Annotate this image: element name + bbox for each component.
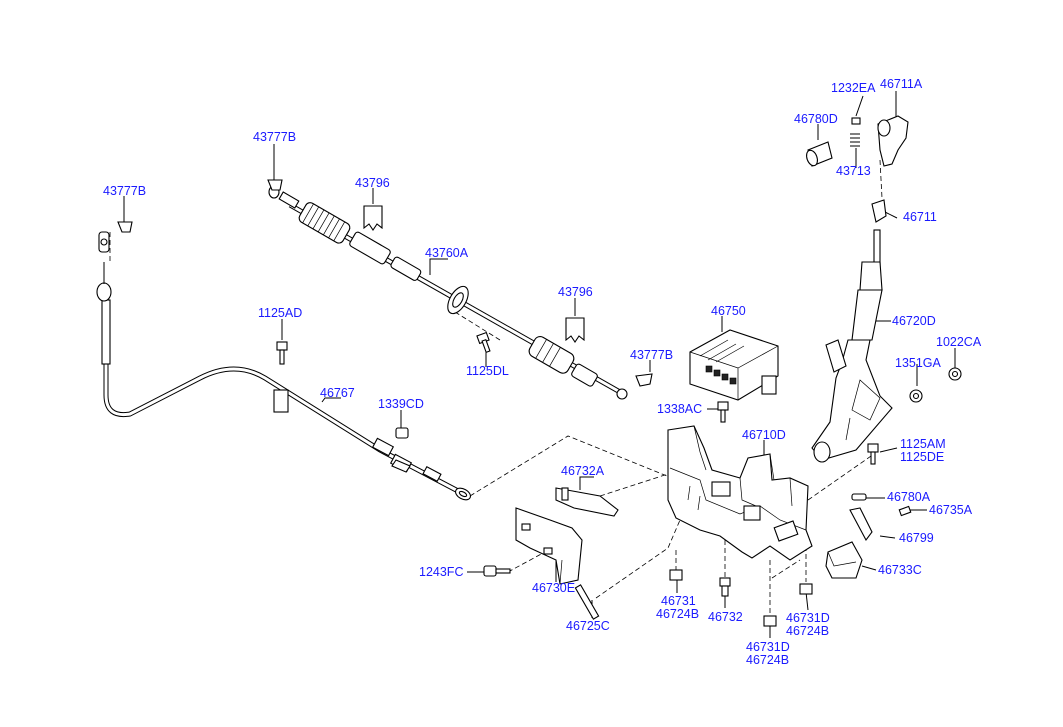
label-46799[interactable]: 46799 — [899, 531, 934, 545]
label-1022CA[interactable]: 1022CA — [936, 335, 982, 349]
label-43777B-right[interactable]: 43777B — [630, 348, 674, 362]
label-46780D[interactable]: 46780D — [794, 112, 838, 126]
label-43777B-top[interactable]: 43777B — [253, 130, 297, 144]
label-46732A[interactable]: 46732A — [561, 464, 605, 478]
label-46725C[interactable]: 46725C — [566, 619, 610, 633]
label-46711A[interactable]: 46711A — [880, 77, 923, 91]
label-46724B-a[interactable]: 46724B — [656, 607, 700, 621]
label-1339CD[interactable]: 1339CD — [378, 397, 424, 411]
label-1338AC[interactable]: 1338AC — [657, 402, 703, 416]
label-46733C[interactable]: 46733C — [878, 563, 922, 577]
base-housing-46710D — [667, 425, 813, 561]
label-43796-a[interactable]: 43796 — [355, 176, 390, 190]
label-1125DE[interactable]: 1125DE — [900, 450, 945, 464]
label-46711[interactable]: 46711 — [903, 210, 937, 224]
knob-assembly — [806, 115, 909, 223]
label-46710D[interactable]: 46710D — [742, 428, 786, 442]
label-1125AD[interactable]: 1125AD — [258, 306, 303, 320]
label-46735A[interactable]: 46735A — [929, 503, 973, 517]
label-46731D-a[interactable]: 46731D — [786, 611, 830, 625]
leader-lines — [123, 91, 956, 638]
label-43760A[interactable]: 43760A — [425, 246, 469, 260]
plate-46732A — [555, 487, 619, 517]
label-46731-a[interactable]: 46731 — [661, 594, 696, 608]
label-46724B-b[interactable]: 46724B — [786, 624, 830, 638]
label-1243FC[interactable]: 1243FC — [419, 565, 464, 579]
label-46780A[interactable]: 46780A — [887, 490, 931, 504]
bracket-46730E — [515, 507, 583, 585]
label-46767[interactable]: 46767 — [320, 386, 355, 400]
label-43796-b[interactable]: 43796 — [558, 285, 593, 299]
bolts — [276, 331, 962, 627]
clips — [117, 179, 653, 473]
label-43777B-left[interactable]: 43777B — [103, 184, 147, 198]
shift-lever-46720D — [811, 229, 893, 463]
label-1351GA[interactable]: 1351GA — [895, 356, 941, 370]
label-46730E[interactable]: 46730E — [532, 581, 576, 595]
label-1125DL[interactable]: 1125DL — [466, 364, 509, 378]
label-46731D-b[interactable]: 46731D — [746, 640, 790, 654]
label-46720D[interactable]: 46720D — [892, 314, 936, 328]
label-1125AM[interactable]: 1125AM — [900, 437, 946, 451]
label-1232EA[interactable]: 1232EA — [831, 81, 876, 95]
label-43713[interactable]: 43713 — [836, 164, 871, 178]
switch-parts — [825, 507, 873, 579]
label-46732[interactable]: 46732 — [708, 610, 743, 624]
indicator-46750 — [689, 329, 779, 401]
shift-cable-46767 — [96, 231, 471, 501]
label-46750[interactable]: 46750 — [711, 304, 746, 318]
label-46724B-c[interactable]: 46724B — [746, 653, 790, 667]
